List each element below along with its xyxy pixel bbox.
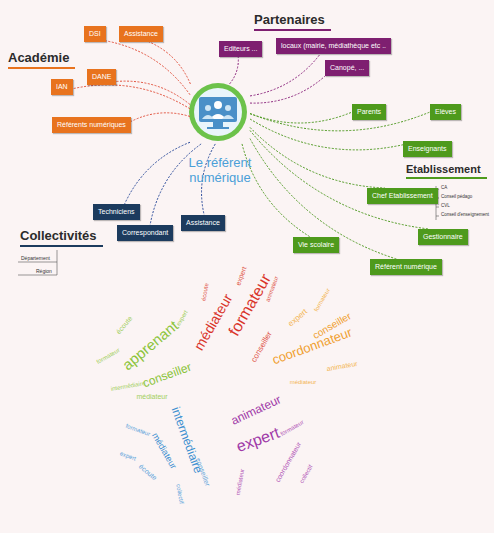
node-text: locaux (mairie, médiathèque etc ..	[281, 42, 386, 50]
topic-box: Référents numériques	[52, 117, 131, 133]
word-cloud-word: expert	[287, 308, 309, 328]
node-text: Référent numérique	[375, 263, 437, 271]
word-cloud-word: formateur	[226, 271, 274, 338]
word-cloud-word: formateur	[125, 423, 151, 437]
word-cloud-word: coordonnateur	[274, 441, 303, 484]
central-topic: Le référent numérique	[175, 82, 265, 186]
node-text: DANE	[92, 73, 111, 81]
topic-box: locaux (mairie, médiathèque etc ..	[276, 38, 391, 54]
branch-line	[106, 41, 190, 95]
topic-box: Enseignants	[403, 141, 452, 157]
topic-box: Assistance	[119, 26, 163, 42]
branch-line	[250, 130, 429, 229]
word-cloud-word: expert	[175, 309, 189, 326]
word-cloud-word: intermédiaire	[110, 380, 145, 392]
word-cloud-word: écoute	[138, 463, 159, 482]
word-cloud-word: expert	[234, 425, 281, 455]
branch-line	[242, 144, 310, 237]
word-cloud-word: animateur	[326, 360, 358, 372]
branch-line	[131, 113, 190, 122]
sub-item: Conseil d'enseignement	[441, 212, 489, 217]
group-heading: Académie	[8, 50, 75, 69]
node-text: Gestionnaire	[423, 233, 463, 241]
sub-item: Département	[21, 255, 50, 261]
topic-box: Chef Etablissement	[367, 188, 438, 204]
branch-line	[250, 112, 430, 131]
topic-box: Techniciens	[93, 204, 140, 220]
sub-item: Région	[36, 268, 52, 274]
topic-box: Gestionnaire	[418, 229, 468, 245]
word-cloud-word: expert	[119, 450, 137, 461]
node-text: Parents	[357, 108, 381, 116]
word-cloud-word: médiateur	[191, 292, 234, 353]
node-text: DSI	[89, 30, 101, 38]
word-cloud-word: animateur	[229, 393, 282, 426]
node-text: Référents numériques	[57, 121, 126, 129]
group-heading: Etablissement	[406, 163, 487, 179]
sub-item: CA	[441, 185, 447, 190]
branch-line	[250, 54, 320, 96]
word-cloud-word: médiateur	[235, 468, 246, 495]
node-text: Editeurs ...	[224, 45, 257, 53]
word-cloud-word: expert	[234, 266, 247, 287]
word-cloud-word: médiateur	[290, 379, 317, 385]
word-cloud-word: formateur	[279, 419, 304, 437]
word-cloud-word: collectif	[175, 484, 184, 505]
branch-line	[250, 112, 352, 123]
branch-line	[116, 81, 190, 104]
sub-item: Conseil pédago	[441, 194, 472, 199]
word-cloud-word: médiateur	[136, 393, 167, 400]
topic-box: Assistance	[181, 215, 225, 231]
node-text: Canopé, ...	[330, 64, 364, 72]
group-heading: Partenaires	[254, 12, 331, 31]
word-cloud-word: formateur	[95, 347, 120, 365]
word-cloud-word: conseiller	[250, 330, 274, 363]
branch-line	[250, 127, 385, 188]
word-cloud-word: collectif	[298, 464, 313, 484]
word-cloud-word: conseiller	[141, 361, 193, 390]
topic-box: Référent numérique	[370, 259, 442, 275]
sub-item: CVL	[441, 203, 450, 208]
word-cloud-word: formateur	[313, 287, 331, 312]
group-heading: Collectivités	[20, 228, 103, 247]
topic-box: IAN	[51, 79, 73, 95]
topic-box: Vie scolaire	[293, 237, 339, 253]
word-cloud-word: apprenant	[119, 318, 180, 373]
branch-line	[250, 76, 325, 103]
topic-box: Editeurs ...	[219, 41, 262, 57]
branch-line	[125, 142, 190, 204]
branch-line	[230, 57, 239, 84]
topic-box: DSI	[84, 26, 106, 42]
node-text: Enseignants	[408, 145, 447, 153]
branch-line	[73, 85, 190, 109]
node-text: Vie scolaire	[298, 241, 334, 249]
node-text: Techniciens	[98, 208, 135, 216]
node-text: Correspondant	[122, 229, 168, 237]
branch-line	[250, 119, 403, 150]
topic-box: DANE	[87, 69, 116, 85]
center-icon	[189, 83, 247, 141]
topic-box: Canopé, ...	[325, 60, 369, 76]
branch-line	[149, 42, 191, 84]
node-text: Assistance	[124, 30, 158, 38]
word-cloud-word: écoute	[200, 283, 209, 302]
node-text: Chef Etablissement	[372, 192, 433, 200]
topic-box: Correspondant	[117, 225, 173, 241]
topic-box: Elèves	[430, 104, 461, 120]
word-cloud-word: médiateur	[150, 431, 178, 470]
node-text: IAN	[56, 83, 68, 91]
word-cloud-word: écoute	[115, 315, 134, 336]
node-text: Elèves	[435, 108, 456, 116]
topic-box: Parents	[352, 104, 386, 120]
node-text: Le référent numérique	[175, 156, 265, 186]
node-text: Assistance	[186, 219, 220, 227]
